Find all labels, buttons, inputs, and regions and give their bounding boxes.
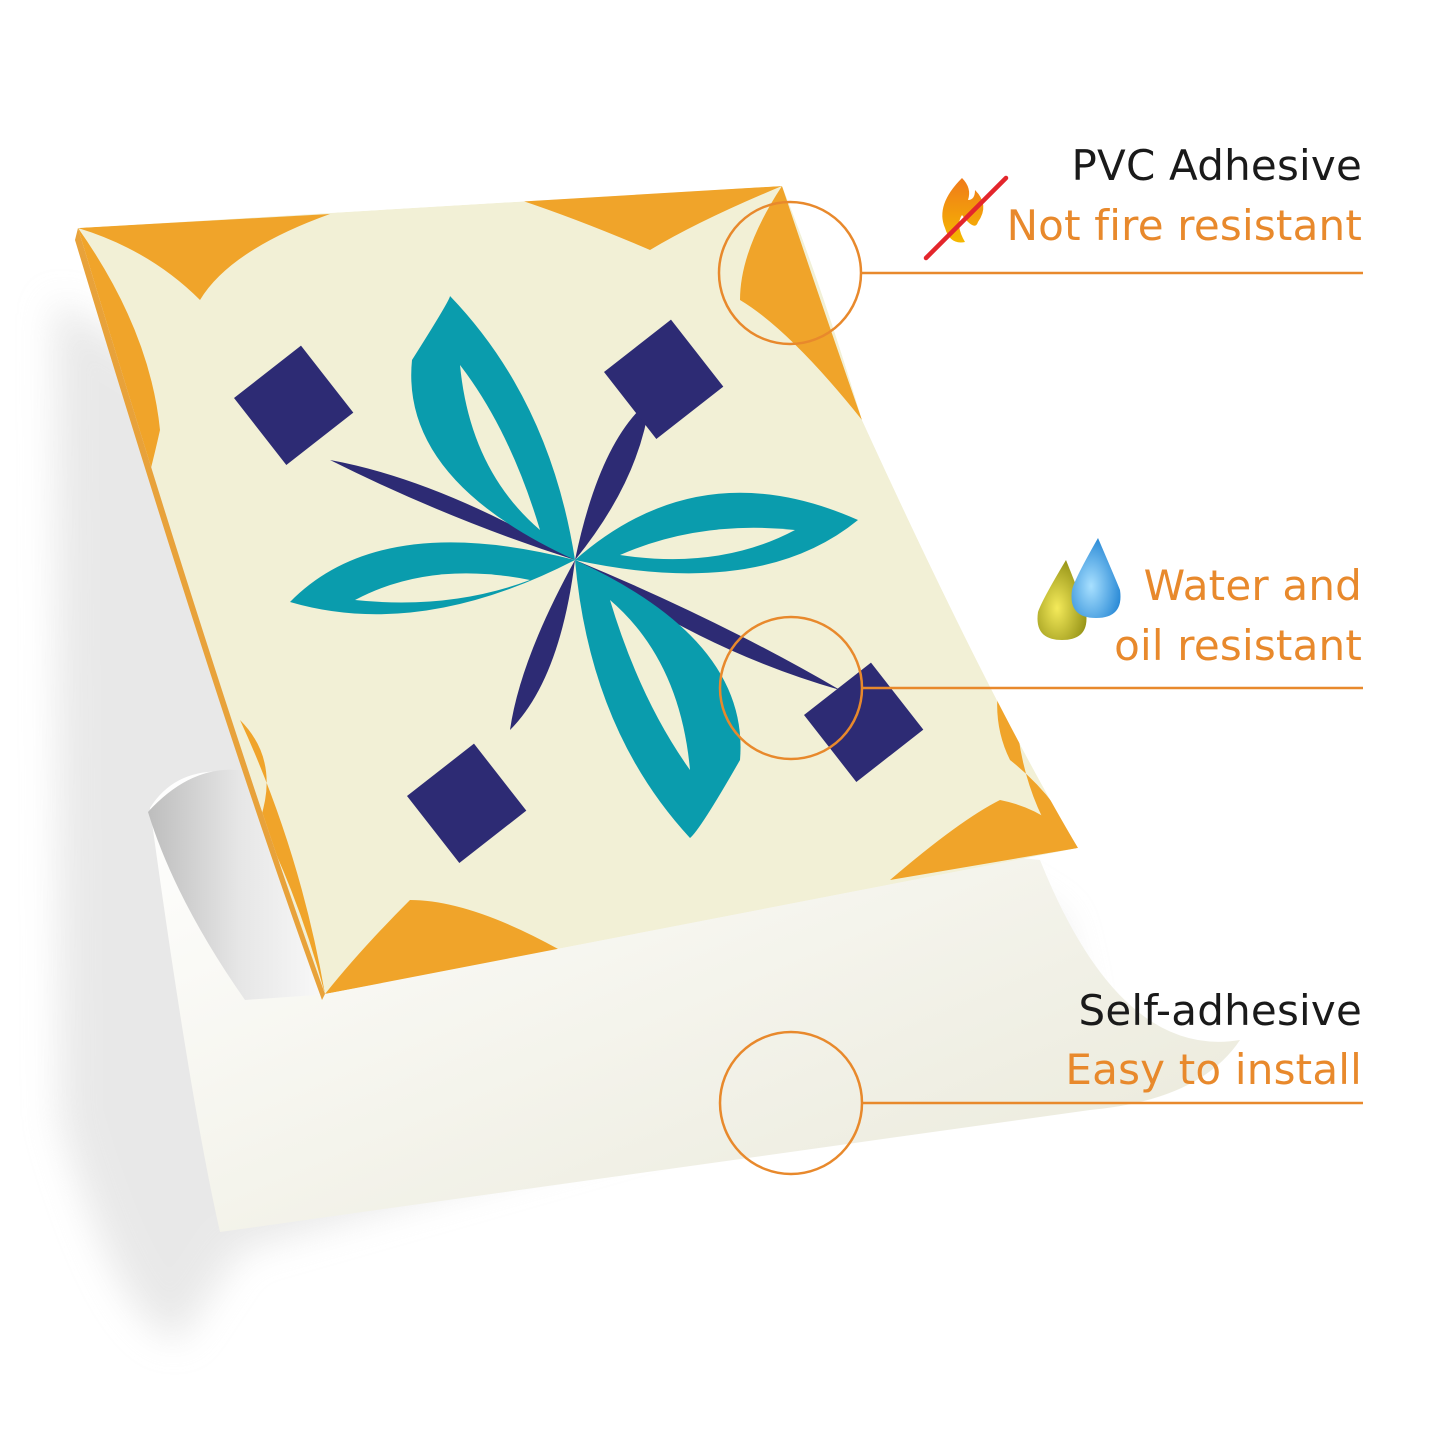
backing-curl — [148, 769, 330, 1000]
tile-edge-left — [75, 228, 325, 1000]
water-oil-drops-icon — [1037, 538, 1121, 640]
pvc-title: PVC Adhesive — [1071, 141, 1362, 190]
water-subtitle-line2: oil resistant — [1114, 621, 1362, 670]
callouts — [717, 200, 1363, 1176]
callout-circle-pvc — [717, 200, 863, 346]
self-subtitle: Easy to install — [1065, 1045, 1362, 1094]
petal-cutouts — [355, 365, 795, 770]
self-title: Self-adhesive — [1078, 986, 1362, 1035]
no-fire-icon — [923, 175, 1009, 261]
water-subtitle-line1: Water and — [1143, 561, 1362, 610]
navy-ornaments — [234, 319, 924, 863]
pvc-subtitle: Not fire resistant — [1006, 201, 1362, 250]
